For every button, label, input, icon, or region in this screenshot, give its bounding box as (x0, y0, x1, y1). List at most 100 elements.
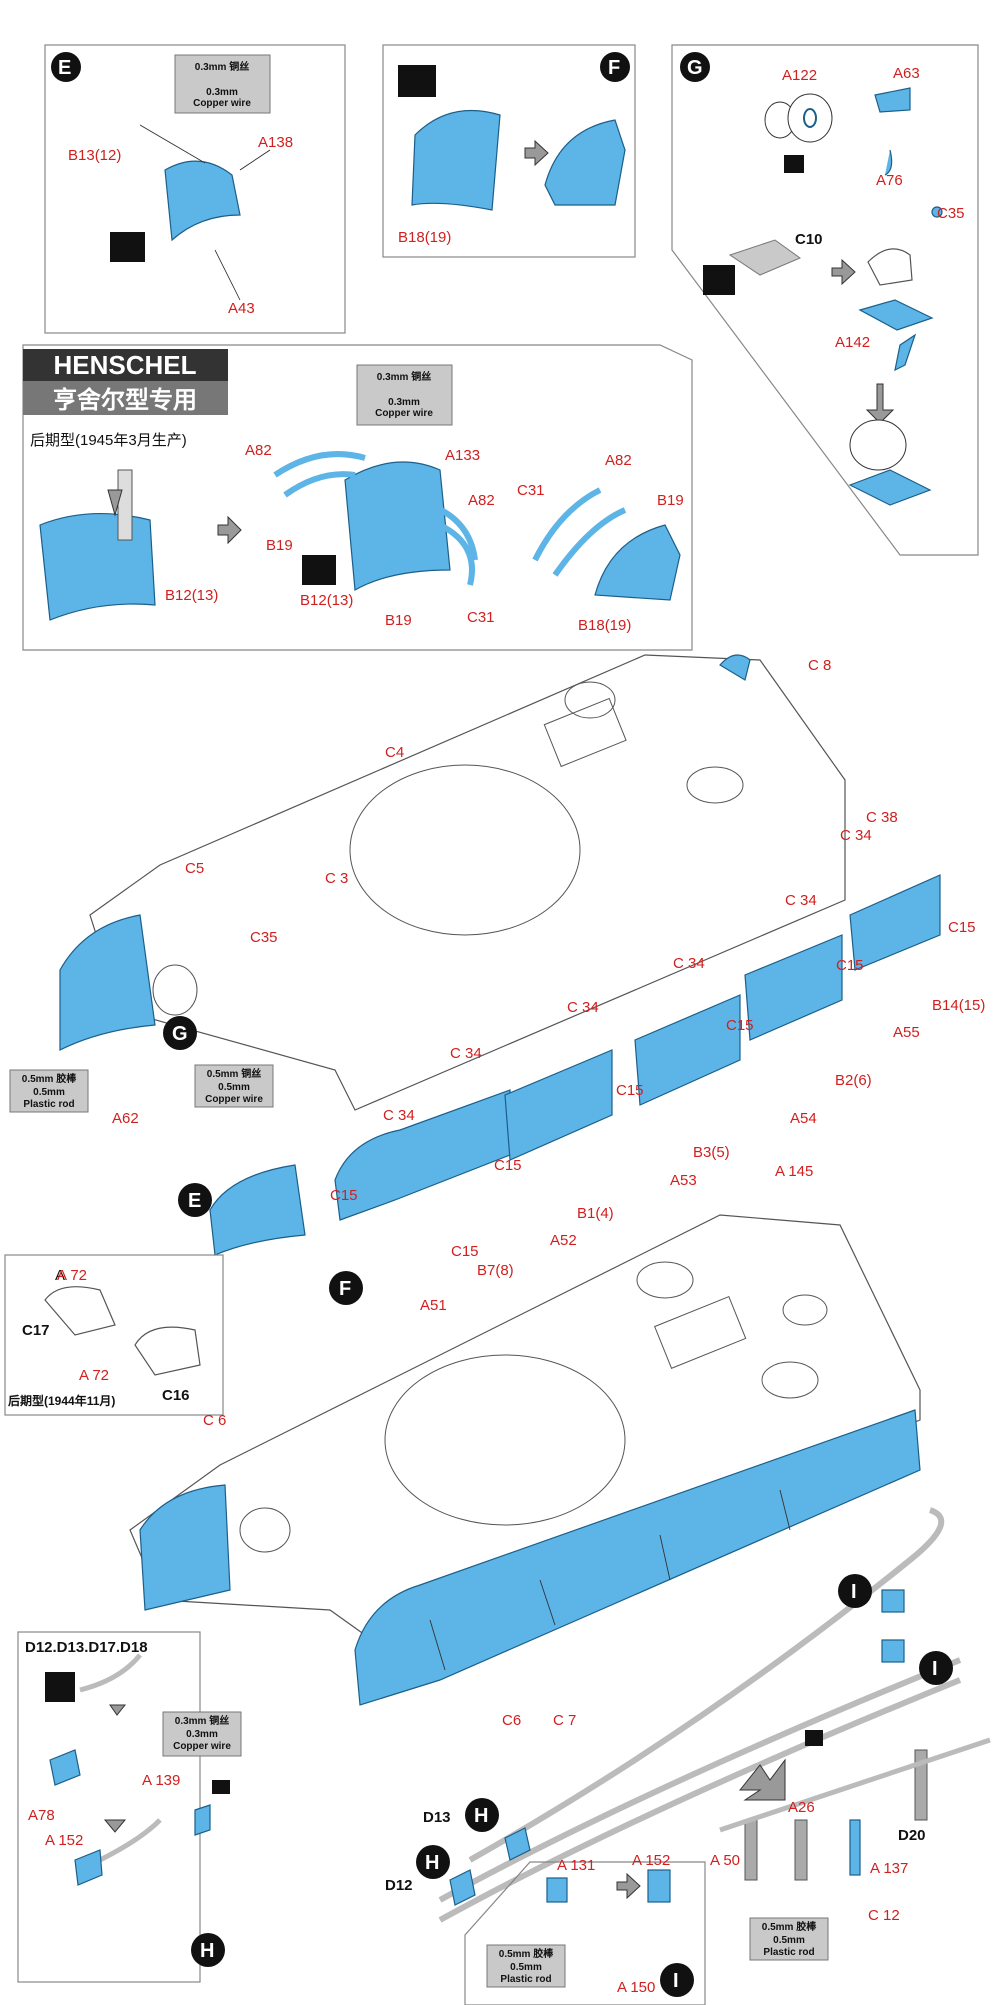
label-c34-5: C 34 (785, 892, 817, 909)
label-a50: A 50 (710, 1852, 740, 1869)
copper-wire-note-size: 0.3mm (206, 87, 238, 98)
step-ref-e: E (188, 1190, 201, 1212)
label-b14: B14(15) (932, 997, 985, 1014)
label-a133: A133 (445, 447, 480, 464)
label-c10: C10 (795, 231, 823, 248)
label-b12-a: B12(13) (165, 587, 218, 604)
label-b18: B18(19) (398, 229, 451, 246)
label-c3: C 3 (325, 870, 348, 887)
label-a122: A122 (782, 67, 817, 84)
label-a152b: A 152 (632, 1852, 670, 1869)
hull-lower: C 6 C6 C 7 (129, 1214, 921, 1729)
glue-icon-e (110, 232, 145, 262)
label-c15-4: C15 (726, 1017, 754, 1034)
label-d12-d18: D12.D13.D17.D18 (25, 1639, 148, 1656)
plastic-rod-en-3: Plastic rod (500, 1974, 551, 1985)
step-ref-i-2: I (932, 1658, 938, 1680)
panel-step-e: E 0.3mm 铜丝 0.3mm Copper wire B13(12) A13… (44, 44, 346, 334)
label-c31-a: C31 (467, 609, 495, 626)
label-a26: A26 (788, 1799, 815, 1816)
panel-step-f: F B18(19) (382, 44, 636, 258)
step-ref-f: F (339, 1278, 351, 1300)
label-c15-6: C15 (948, 919, 976, 936)
label-c34-1: C 34 (383, 1107, 415, 1124)
glue-icon-f (398, 65, 436, 97)
label-a152: A 152 (45, 1832, 83, 1849)
label-a82-a: A82 (245, 442, 272, 459)
label-c15-5: C15 (836, 957, 864, 974)
step-badge-i: I (673, 1970, 679, 1992)
label-a142: A142 (835, 334, 870, 351)
label-d12: D12 (385, 1877, 413, 1894)
panel-step-h: D12.D13.D17.D18 0.3mm 铜丝 0.3mm Copper wi… (17, 1631, 242, 1983)
henschel-title: HENSCHEL (53, 350, 196, 380)
label-a52: A52 (550, 1232, 577, 1249)
label-c15-2: C15 (494, 1157, 522, 1174)
mount-detail-d20: A26 D20 A 50 A 137 C 12 0.5mm 胶棒 0.5mm P… (710, 1730, 991, 1961)
step-badge-e: E (58, 57, 71, 79)
label-b7: B7(8) (477, 1262, 514, 1279)
label-d13: D13 (423, 1809, 451, 1826)
label-b12-b: B12(13) (300, 592, 353, 609)
step-ref-h-1: H (474, 1805, 488, 1827)
label-a43: A43 (228, 300, 255, 317)
label-c15-3: C15 (616, 1082, 644, 1099)
plastic-rod-cn: 0.5mm 胶棒 (22, 1072, 77, 1085)
plastic-rod-size: 0.5mm (33, 1087, 65, 1098)
late-variant-1944: 后期型(1944年11月) (8, 1393, 115, 1408)
panel-henschel: HENSCHEL 亨舍尔型专用 后期型(1945年3月生产) 0.3mm 铜丝 … (22, 344, 693, 651)
label-c15-1: C15 (330, 1187, 358, 1204)
label-a55: A55 (893, 1024, 920, 1041)
label-c5: C5 (185, 860, 204, 877)
copper-wire5-size: 0.5mm (218, 1082, 250, 1093)
copper-wire-note-size-2: 0.3mm (388, 397, 420, 408)
panel-late-1944: A A 72 A 72 C17 C16 后期型(1944年11月) (4, 1254, 224, 1416)
label-c4: C4 (385, 744, 404, 761)
label-a62: A62 (112, 1110, 139, 1127)
step-ref-h-2: H (425, 1852, 439, 1874)
plastic-rod-cn-2: 0.5mm 胶棒 (762, 1920, 817, 1933)
label-a54: A54 (790, 1110, 817, 1127)
label-a131: A 131 (557, 1857, 595, 1874)
plastic-rod-en: Plastic rod (23, 1099, 74, 1110)
label-b19-a: B19 (266, 537, 293, 554)
copper-wire-note-en-2: Copper wire (375, 408, 433, 419)
panel-step-i: A 131 A 152 A 150 0.5mm 胶棒 0.5mm Plastic… (464, 1852, 706, 2005)
label-c34-2: C 34 (450, 1045, 482, 1062)
glue-icon-g (703, 265, 735, 295)
label-a78: A78 (28, 1807, 55, 1824)
label-a53: A53 (670, 1172, 697, 1189)
step-ref-g: G (172, 1023, 188, 1045)
plastic-rod-cn-3: 0.5mm 胶棒 (499, 1947, 554, 1960)
label-b1: B1(4) (577, 1205, 614, 1222)
step-ref-i-1: I (851, 1581, 857, 1603)
label-c31-b: C31 (517, 482, 545, 499)
tow-cables: I I H H D13 D12 (385, 1507, 962, 1923)
label-a72-a-prefix: A (55, 1267, 65, 1284)
label-c8: C 8 (808, 657, 831, 674)
label-c35: C35 (250, 929, 278, 946)
label-d20: D20 (898, 1827, 926, 1844)
label-a76: A76 (876, 172, 903, 189)
label-c7: C 7 (553, 1712, 576, 1729)
label-c35-g: C35 (937, 205, 965, 222)
plastic-rod-size-3: 0.5mm (510, 1962, 542, 1973)
copper-wire-note-en-3: Copper wire (173, 1741, 231, 1752)
hull-upper: C 8 C4 C5 C 3 C35 G 0.5mm 铜丝 0.5mm Coppe… (9, 654, 846, 1127)
label-a139: A 139 (142, 1772, 180, 1789)
copper-wire-note-cn: 0.3mm 铜丝 (195, 60, 249, 73)
plastic-rod-size-2: 0.5mm (773, 1935, 805, 1946)
step-badge-h: H (200, 1940, 214, 1962)
label-a137: A 137 (870, 1860, 908, 1877)
label-a145: A 145 (775, 1163, 813, 1180)
plastic-rod-en-2: Plastic rod (763, 1947, 814, 1958)
panel-step-g: G A122 A63 A76 C10 C35 A142 (671, 44, 979, 556)
glue-icon-henschel (302, 555, 336, 585)
label-a82-b: A82 (468, 492, 495, 509)
label-c34-3: C 34 (567, 999, 599, 1016)
henschel-subtitle: 亨舍尔型专用 (53, 386, 197, 414)
label-a150: A 150 (617, 1979, 655, 1996)
label-b13: B13(12) (68, 147, 121, 164)
label-a72-a: A 72 (57, 1267, 87, 1284)
